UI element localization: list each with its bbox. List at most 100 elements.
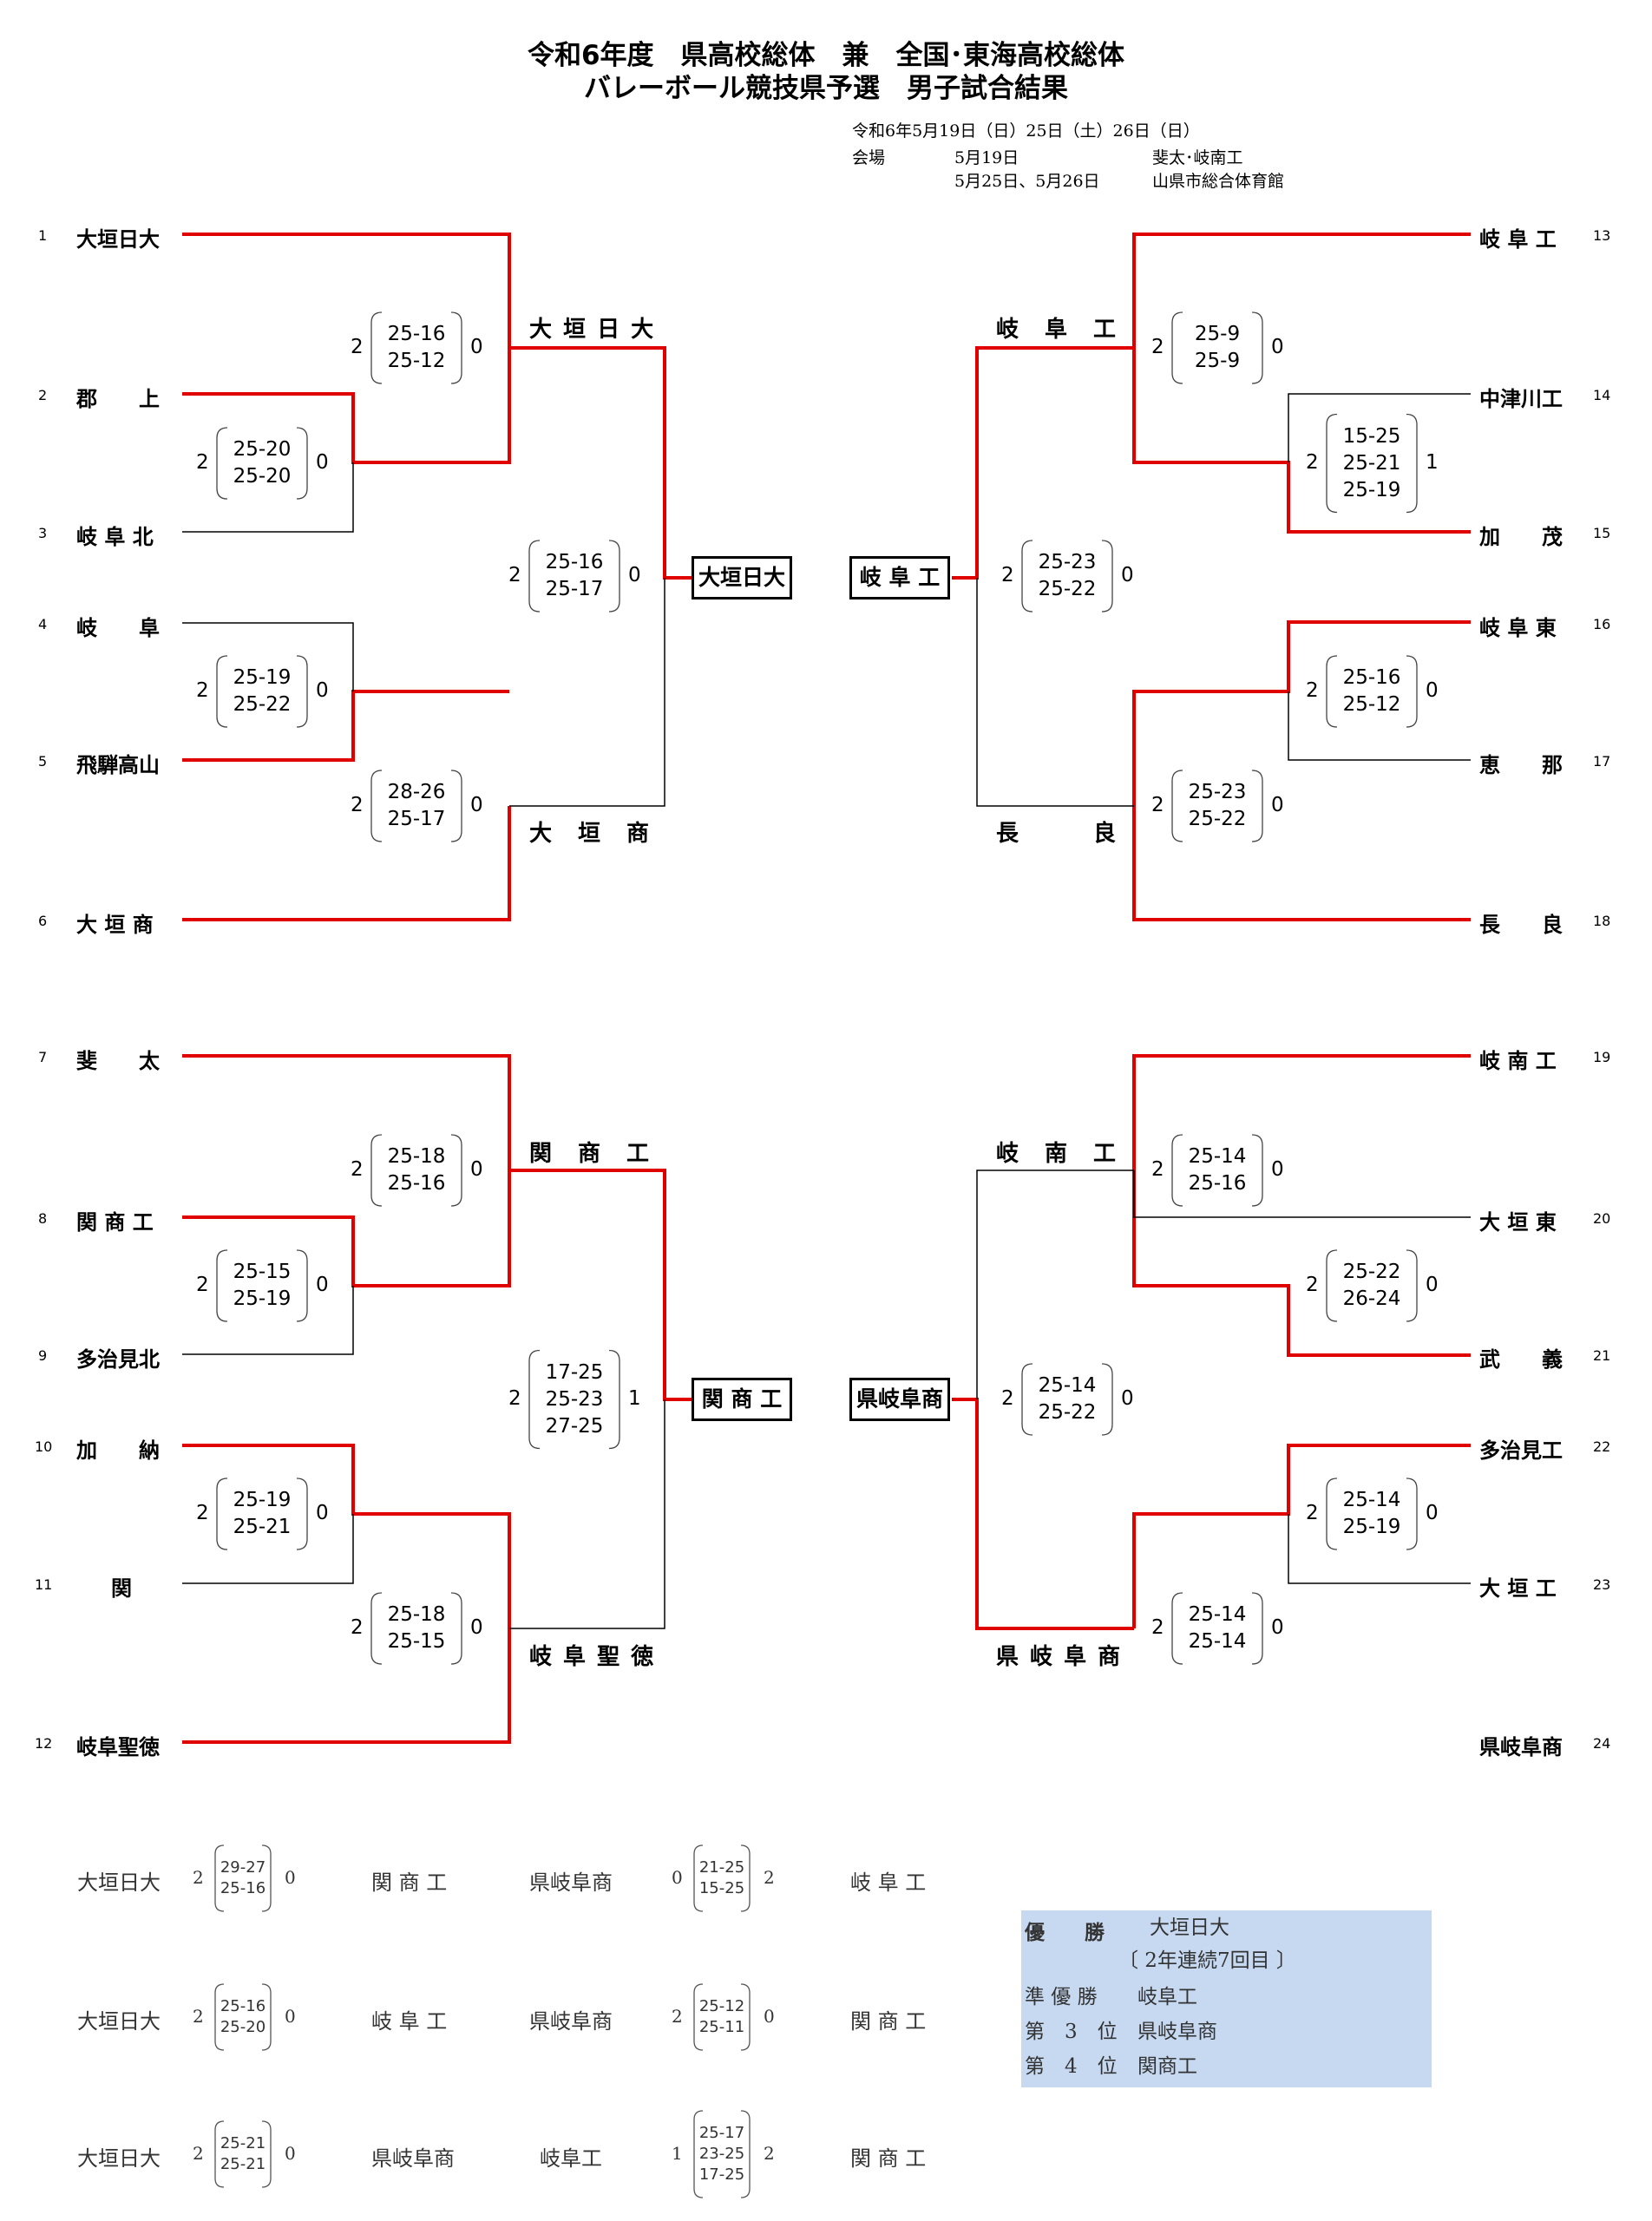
- seed-number: 11: [35, 1576, 53, 1593]
- seed-number: 16: [1593, 616, 1611, 632]
- bracket-paren-left: [214, 1983, 225, 2051]
- results-box: 優 勝 大垣日大 〔 2年連続7回目 〕 準 優 勝 岐阜工 第 3 位 県岐阜…: [1021, 1910, 1432, 2087]
- set-score: 25-23: [545, 1387, 604, 1411]
- venue1: 斐太･岐南工: [1152, 148, 1243, 167]
- set-score: 25-16: [1342, 666, 1401, 689]
- sets-lost: 0: [1121, 564, 1134, 586]
- bracket-paren-left: [1021, 540, 1033, 613]
- sets-won: 2: [196, 451, 209, 474]
- team-name: 岐 阜: [76, 616, 160, 640]
- bracket-paren-left: [1326, 655, 1338, 728]
- set-score: 25-22: [233, 693, 292, 716]
- fourth-name: 関商工: [1137, 2055, 1197, 2078]
- set-score: 25-21: [220, 2155, 266, 2173]
- sets-lost: 0: [316, 679, 329, 702]
- sets-lost: 0: [1426, 1274, 1439, 1296]
- sets-won: 2: [1001, 1387, 1014, 1410]
- seed-number: 15: [1593, 525, 1611, 541]
- set-score: 25-22: [1188, 808, 1247, 830]
- set-score: 25-18: [387, 1603, 446, 1626]
- set-score: 25-15: [233, 1261, 292, 1283]
- sets-lost: 0: [1426, 1502, 1439, 1524]
- bracket-paren-right: [608, 1349, 620, 1450]
- bracket-paren-left: [214, 2120, 225, 2188]
- block-winner: 岐 南 工: [996, 1141, 1118, 1167]
- seed-number: 10: [35, 1438, 53, 1455]
- team-name: 多治見工: [1479, 1438, 1563, 1463]
- seed-number: 24: [1593, 1735, 1611, 1752]
- set-score: 25-23: [1188, 781, 1247, 803]
- block-winner: 大 垣 商: [529, 821, 652, 847]
- set-score: 25-16: [545, 551, 604, 573]
- sets-won: 2: [1306, 679, 1319, 702]
- bracket-paren-right: [296, 427, 308, 500]
- set-score: 25-21: [1342, 451, 1401, 475]
- bracket-paren-right: [296, 1249, 308, 1322]
- match-set-scores: 25-19 25-21: [210, 1487, 314, 1541]
- set-score: 25-12: [698, 1997, 745, 2015]
- team-name: 飛騨高山: [76, 753, 160, 777]
- set-score: 27-25: [545, 1414, 604, 1438]
- set-score: 21-25: [698, 1858, 745, 1877]
- seed-number: 9: [38, 1347, 48, 1364]
- seed-number: 19: [1593, 1049, 1611, 1065]
- sets-won: 2: [351, 1158, 364, 1181]
- bracket-paren-right: [450, 1592, 462, 1665]
- sets-won: 2: [351, 1616, 364, 1639]
- bracket-paren-left: [1326, 413, 1338, 514]
- bracket-paren-left: [693, 1983, 704, 2051]
- seed-number: 22: [1593, 1438, 1611, 1455]
- seed-number: 23: [1593, 1576, 1611, 1593]
- bracket-paren-right: [740, 2110, 751, 2198]
- bracket-paren-left: [216, 1249, 228, 1322]
- bracket-paren-right: [1251, 1592, 1263, 1665]
- set-score: 25-11: [698, 2018, 745, 2036]
- venue-label: 会場: [852, 148, 886, 167]
- bracket-paren-right: [1406, 1477, 1418, 1550]
- set-score: 25-19: [233, 1489, 292, 1511]
- block-winner: 関 商 工: [529, 1141, 652, 1167]
- league-team-b: 関 商 工: [850, 2009, 927, 2034]
- set-score: 25-22: [1038, 578, 1097, 600]
- league-sets-a: 0: [672, 1867, 683, 1888]
- sets-won: 2: [1001, 564, 1014, 586]
- loser-path-lines: [182, 393, 1471, 1629]
- set-score: 25-21: [233, 1516, 292, 1538]
- bracket-paren-right: [1101, 1363, 1113, 1436]
- bracket-paren-right: [296, 1477, 308, 1550]
- set-score: 25-23: [1038, 551, 1097, 573]
- runner-up-name: 岐阜工: [1137, 1986, 1197, 2008]
- match-set-scores: 25-23 25-22: [1165, 779, 1269, 833]
- seed-number: 6: [38, 913, 48, 929]
- bracket-paren-right: [740, 1983, 751, 2051]
- sets-won: 2: [351, 336, 364, 358]
- bracket-paren-left: [214, 1844, 225, 1912]
- finalist-box: 岐 阜 工: [849, 556, 950, 599]
- sets-won: 2: [1151, 336, 1164, 358]
- fourth-label: 第 4 位: [1025, 2055, 1118, 2078]
- bracket-paren-left: [1021, 1363, 1033, 1436]
- league-team-a: 岐阜工: [540, 2146, 602, 2171]
- block-winner: 岐 阜 工: [996, 317, 1118, 343]
- block-winner: 長 良: [996, 821, 1118, 847]
- team-name: 恵 那: [1479, 753, 1563, 777]
- set-score: 25-16: [220, 1879, 266, 1897]
- third-name: 県岐阜商: [1137, 2021, 1217, 2043]
- league-sets-b: 0: [764, 2006, 775, 2027]
- sets-lost: 0: [316, 1502, 329, 1524]
- sets-won: 2: [1306, 1502, 1319, 1524]
- team-name: 大 垣 東: [1479, 1210, 1557, 1235]
- set-score: 25-20: [220, 2018, 266, 2036]
- champion-name: 大垣日大: [1150, 1916, 1229, 1939]
- sets-lost: 0: [628, 564, 641, 586]
- set-score: 25-14: [1188, 1145, 1247, 1168]
- bracket-paren-left: [216, 427, 228, 500]
- team-name: 岐 阜 東: [1479, 616, 1557, 640]
